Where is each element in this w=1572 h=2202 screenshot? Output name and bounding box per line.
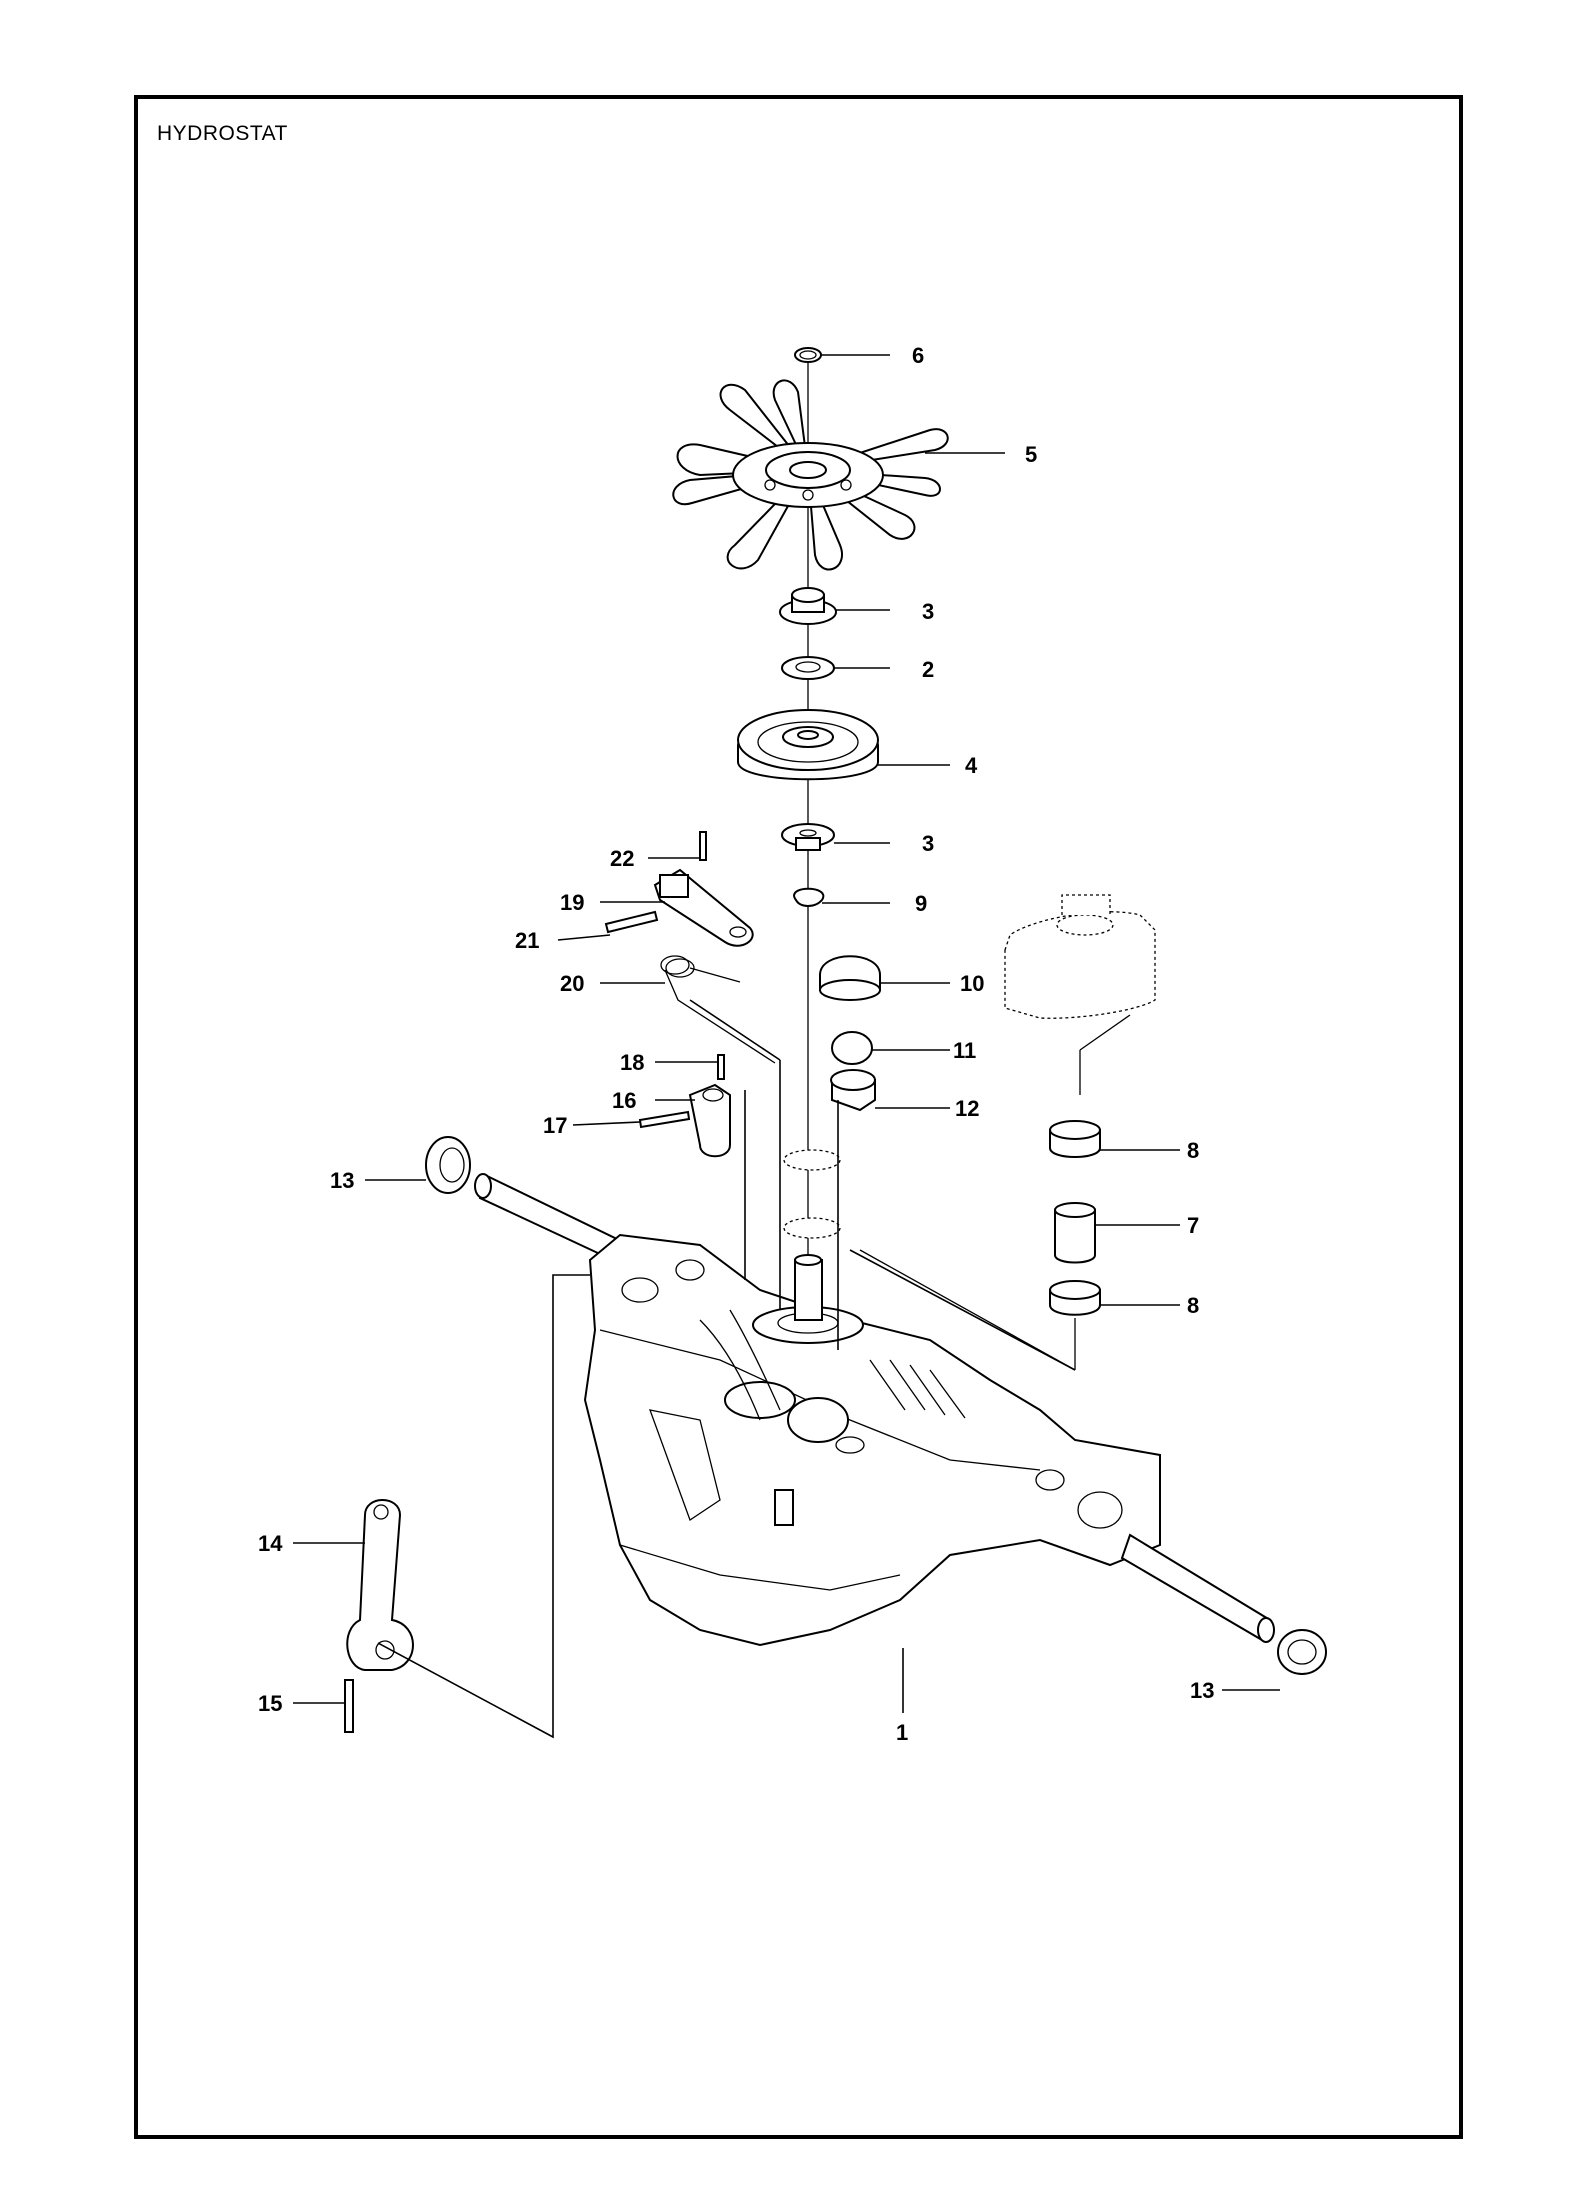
callout-13-right: 13 — [1190, 1678, 1214, 1703]
callout-18: 18 — [620, 1050, 644, 1075]
part-18-pin — [717, 1054, 725, 1080]
callout-17: 17 — [543, 1113, 567, 1138]
part-10-cap — [819, 955, 881, 1001]
part-5-fan — [672, 379, 949, 571]
callout-labels: 6 5 3 2 4 3 9 22 19 21 20 10 11 12 18 16… — [258, 343, 1214, 1745]
part-8-clamp-top — [1049, 1120, 1101, 1158]
callout-21: 21 — [515, 928, 539, 953]
part-6-ring — [794, 347, 822, 363]
leader-spring-to-housing — [689, 999, 781, 1061]
part-3-hub-bottom — [781, 823, 835, 851]
part-8-clamp-bottom — [1049, 1280, 1101, 1316]
callout-4: 4 — [965, 753, 978, 778]
callout-13-left: 13 — [330, 1168, 354, 1193]
part-20-spring — [660, 955, 776, 1064]
callout-9: 9 — [915, 891, 927, 916]
callout-8-bottom: 8 — [1187, 1293, 1199, 1318]
part-9-e-clip — [793, 887, 825, 907]
callout-3-top: 3 — [922, 599, 934, 624]
part-13-seal-left — [425, 1136, 471, 1194]
callout-20: 20 — [560, 971, 584, 996]
part-4-pulley — [737, 709, 879, 781]
callout-1: 1 — [896, 1720, 908, 1745]
callout-5: 5 — [1025, 442, 1037, 467]
callout-12: 12 — [955, 1096, 979, 1121]
part-3-flange-nut-top — [779, 587, 837, 625]
callout-16: 16 — [612, 1088, 636, 1113]
part-1-transaxle-housing — [583, 1233, 1161, 1647]
part-16-lever — [688, 1083, 731, 1158]
callout-leaders — [293, 354, 1280, 1713]
part-22-pin — [699, 831, 707, 861]
callout-6: 6 — [912, 343, 924, 368]
part-12-coupler — [830, 1069, 876, 1112]
right-axle — [1120, 1533, 1275, 1643]
callout-8-top: 8 — [1187, 1138, 1199, 1163]
dashed-bearings — [783, 1149, 841, 1239]
callout-19: 19 — [560, 890, 584, 915]
part-17-pin — [638, 1110, 691, 1129]
callout-3-bottom: 3 — [922, 831, 934, 856]
page-title: HYDROSTAT — [157, 122, 288, 145]
callout-10: 10 — [960, 971, 984, 996]
diagram-frame — [134, 95, 1463, 2139]
part-21-pin — [604, 910, 659, 934]
callout-22: 22 — [610, 846, 634, 871]
part-13-seal-right — [1277, 1629, 1327, 1675]
part-2-washer — [781, 656, 835, 680]
part-7-hose — [1054, 1202, 1096, 1264]
reservoir-tank — [1004, 894, 1156, 1095]
callout-2: 2 — [922, 657, 934, 682]
leader-hose-diagonal — [849, 1249, 1076, 1371]
leader-arm-to-housing — [377, 1274, 590, 1739]
callout-11: 11 — [953, 1038, 976, 1063]
part-15-pin — [344, 1679, 354, 1733]
callout-7: 7 — [1187, 1213, 1199, 1238]
part-19-control-arm — [653, 868, 754, 947]
callout-14: 14 — [258, 1531, 283, 1556]
callout-15: 15 — [258, 1691, 282, 1716]
part-11-disc — [831, 1031, 873, 1065]
